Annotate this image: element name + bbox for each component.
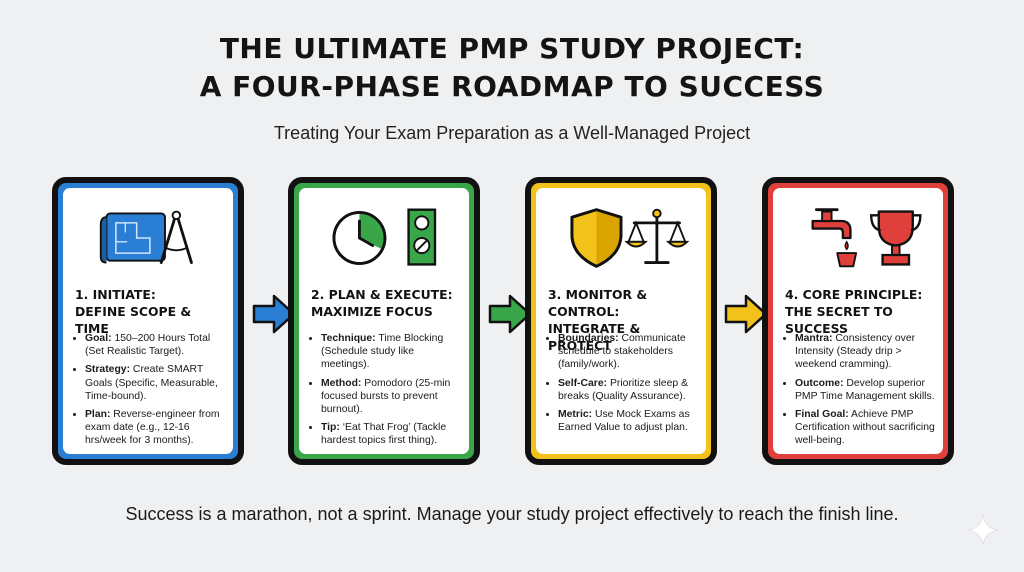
phase-card-body: 3. MONITOR & CONTROL: INTEGRATE & PROTEC… — [536, 188, 706, 454]
item-label: Metric: — [558, 409, 593, 421]
shield-icon — [570, 208, 623, 268]
phase-1-icons — [99, 210, 193, 264]
phase-title: 2. PLAN & EXECUTE: MAXIMIZE FOCUS — [311, 286, 463, 320]
phase-title-line: 4. CORE PRINCIPLE: — [785, 287, 923, 302]
list-item: Tip: ‘Eat That Frog’ (Tackle hardest top… — [321, 421, 463, 447]
item-text: Reverse-engineer from exam date (e.g., 1… — [85, 409, 220, 447]
phase-title-line: 2. PLAN & EXECUTE: — [311, 287, 453, 302]
phase-items: Goal: 150–200 Hours Total (Set Realistic… — [71, 332, 227, 453]
item-label: Self-Care: — [558, 377, 608, 389]
blueprint-icon — [99, 212, 166, 264]
item-text: Create SMART Goals (Specific, Measurable… — [85, 364, 218, 402]
phase-title-line: DEFINE SCOPE & TIME — [75, 304, 192, 336]
clock-icon — [332, 211, 387, 265]
item-text: Pomodoro (25-min focused bursts to preve… — [321, 377, 451, 416]
item-text: 150–200 Hours Total (Set Realistic Targe… — [85, 333, 211, 358]
title-line-2: A FOUR-PHASE ROADMAP TO SUCCESS — [199, 70, 825, 103]
list-item: Final Goal: Achieve PMP Certification wi… — [795, 408, 937, 448]
item-label: Technique: — [321, 333, 376, 344]
item-label: Strategy: — [85, 364, 131, 376]
list-item: Self-Care: Prioritize sleep & breaks (Qu… — [558, 377, 700, 403]
item-label: Method: — [321, 377, 362, 389]
scales-icon — [624, 208, 690, 264]
phase-card-body: 4. CORE PRINCIPLE: THE SECRET TO SUCCESS… — [773, 188, 943, 454]
phase-items: Boundaries: Communicate schedule to stak… — [544, 332, 700, 439]
item-label: Tip: — [321, 422, 340, 434]
item-label: Final Goal: — [795, 409, 849, 421]
list-item: Metric: Use Mock Exams as Earned Value t… — [558, 408, 700, 434]
item-label: Mantra: — [795, 333, 833, 344]
phase-card-monitor-control: 3. MONITOR & CONTROL: INTEGRATE & PROTEC… — [525, 177, 717, 465]
item-text: Consistency over Intensity (Steady drip … — [795, 333, 916, 371]
arrow-right-icon — [252, 294, 296, 334]
footer-tagline: Success is a marathon, not a sprint. Man… — [125, 504, 899, 524]
page-title: THE ULTIMATE PMP STUDY PROJECT: A FOUR-P… — [0, 30, 1024, 106]
phase-items: Technique: Time Blocking (Schedule study… — [307, 332, 463, 453]
item-text: Achieve PMP Certification without sacrif… — [795, 409, 935, 447]
item-label: Plan: — [85, 409, 111, 421]
arrow-right-icon — [724, 294, 768, 334]
phase-title: 1. INITIATE: DEFINE SCOPE & TIME — [75, 286, 227, 337]
list-item: Technique: Time Blocking (Schedule study… — [321, 332, 463, 372]
item-label: Outcome: — [795, 377, 844, 389]
page-subtitle: Treating Your Exam Preparation as a Well… — [273, 123, 751, 143]
phase-2-icons — [332, 208, 437, 266]
phase-title-line: 1. INITIATE: — [75, 287, 156, 302]
phase-title-line: MAXIMIZE FOCUS — [311, 304, 433, 319]
sparkle-icon — [967, 514, 999, 546]
phase-title-line: INTEGRATE & PROTECT — [548, 321, 641, 353]
phase-title-line: 3. MONITOR & CONTROL: — [548, 287, 648, 319]
phase-items: Mantra: Consistency over Intensity (Stea… — [781, 332, 937, 453]
faucet-icon — [811, 208, 858, 268]
item-text: Use Mock Exams as Earned Value to adjust… — [558, 409, 690, 434]
list-item: Mantra: Consistency over Intensity (Stea… — [795, 332, 937, 372]
phase-card-core-principle: 4. CORE PRINCIPLE: THE SECRET TO SUCCESS… — [762, 177, 954, 465]
item-text: Communicate schedule to stakeholders (fa… — [558, 333, 686, 371]
phase-title: 3. MONITOR & CONTROL: INTEGRATE & PROTEC… — [548, 286, 700, 354]
item-label: Goal: — [85, 333, 112, 344]
phase-card-initiate: 1. INITIATE: DEFINE SCOPE & TIME Goal: 1… — [52, 177, 244, 465]
phase-title: 4. CORE PRINCIPLE: THE SECRET TO SUCCESS — [785, 286, 937, 337]
item-text: ‘Eat That Frog’ (Tackle hardest topics f… — [321, 422, 447, 447]
arrow-right-icon — [488, 294, 532, 334]
title-line-1: THE ULTIMATE PMP STUDY PROJECT: — [219, 32, 805, 65]
phase-card-body: 1. INITIATE: DEFINE SCOPE & TIME Goal: 1… — [63, 188, 233, 454]
list-item: Method: Pomodoro (25-min focused bursts … — [321, 377, 463, 417]
phase-4-icons — [811, 208, 922, 268]
phase-3-icons — [570, 208, 690, 268]
phase-card-body: 2. PLAN & EXECUTE: MAXIMIZE FOCUS Techni… — [299, 188, 469, 454]
list-item: Plan: Reverse-engineer from exam date (e… — [85, 408, 227, 448]
item-text: Time Blocking (Schedule study like meeti… — [321, 333, 444, 371]
item-text: Prioritize sleep & breaks (Quality Assur… — [558, 377, 688, 402]
list-item: Goal: 150–200 Hours Total (Set Realistic… — [85, 332, 227, 358]
item-text: Develop superior PMP Time Management ski… — [795, 377, 935, 402]
list-item: Outcome: Develop superior PMP Time Manag… — [795, 377, 937, 403]
do-not-disturb-icon — [407, 208, 437, 266]
list-item: Boundaries: Communicate schedule to stak… — [558, 332, 700, 372]
item-label: Boundaries: — [558, 333, 619, 344]
trophy-icon — [870, 210, 922, 266]
list-item: Strategy: Create SMART Goals (Specific, … — [85, 363, 227, 403]
compass-icon — [159, 210, 193, 264]
phase-title-line: THE SECRET TO SUCCESS — [785, 304, 893, 336]
phase-card-plan-execute: 2. PLAN & EXECUTE: MAXIMIZE FOCUS Techni… — [288, 177, 480, 465]
